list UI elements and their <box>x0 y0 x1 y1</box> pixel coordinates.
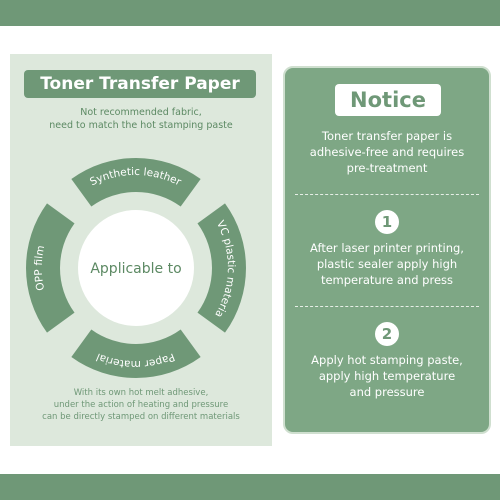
applicability-panel: Toner Transfer Paper Not recommended fab… <box>10 54 272 446</box>
step-2-line-2: apply high temperature <box>318 369 456 383</box>
notice-panel: Notice Toner transfer paper is adhesive-… <box>283 66 491 434</box>
step-number-2: 2 <box>375 322 399 346</box>
step-1-line-2: plastic sealer apply high <box>316 257 458 271</box>
panel-title: Toner Transfer Paper <box>24 70 256 98</box>
bottom-band <box>0 474 500 500</box>
step-1-line-1: After laser printer printing, <box>310 241 464 255</box>
divider-2 <box>295 306 479 307</box>
notice-title: Notice <box>335 84 441 116</box>
subtitle-line-1: Not recommended fabric, <box>80 107 202 118</box>
intro-line-3: pre-treatment <box>346 161 428 175</box>
segment-synthetic-leather <box>71 158 201 207</box>
materials-ring: Applicable to Synthetic leather PVC plas… <box>10 54 246 378</box>
footer-line-2: under the action of heating and pressure <box>53 400 229 410</box>
segment-label-opp: OPP film <box>33 244 47 291</box>
top-band <box>0 0 500 26</box>
intro-line-2: adhesive-free and requires <box>309 145 465 159</box>
step-2-line-1: Apply hot stamping paste, <box>311 353 463 367</box>
intro-line-1: Toner transfer paper is <box>321 129 453 143</box>
divider-1 <box>295 194 479 195</box>
subtitle-line-2: need to match the hot stamping paste <box>49 120 233 131</box>
segment-pvc <box>197 203 246 333</box>
step-2-line-3: and pressure <box>349 385 425 399</box>
step-1-line-3: temperature and press <box>320 273 454 287</box>
segment-opp <box>26 203 75 333</box>
footer-line-1: With its own hot melt adhesive, <box>73 388 209 398</box>
step-number-1: 1 <box>375 210 399 234</box>
center-label: Applicable to <box>90 261 181 277</box>
footer-line-3: can be directly stamped on different mat… <box>42 412 240 422</box>
segment-paper <box>71 329 201 378</box>
center-disc <box>78 210 194 326</box>
